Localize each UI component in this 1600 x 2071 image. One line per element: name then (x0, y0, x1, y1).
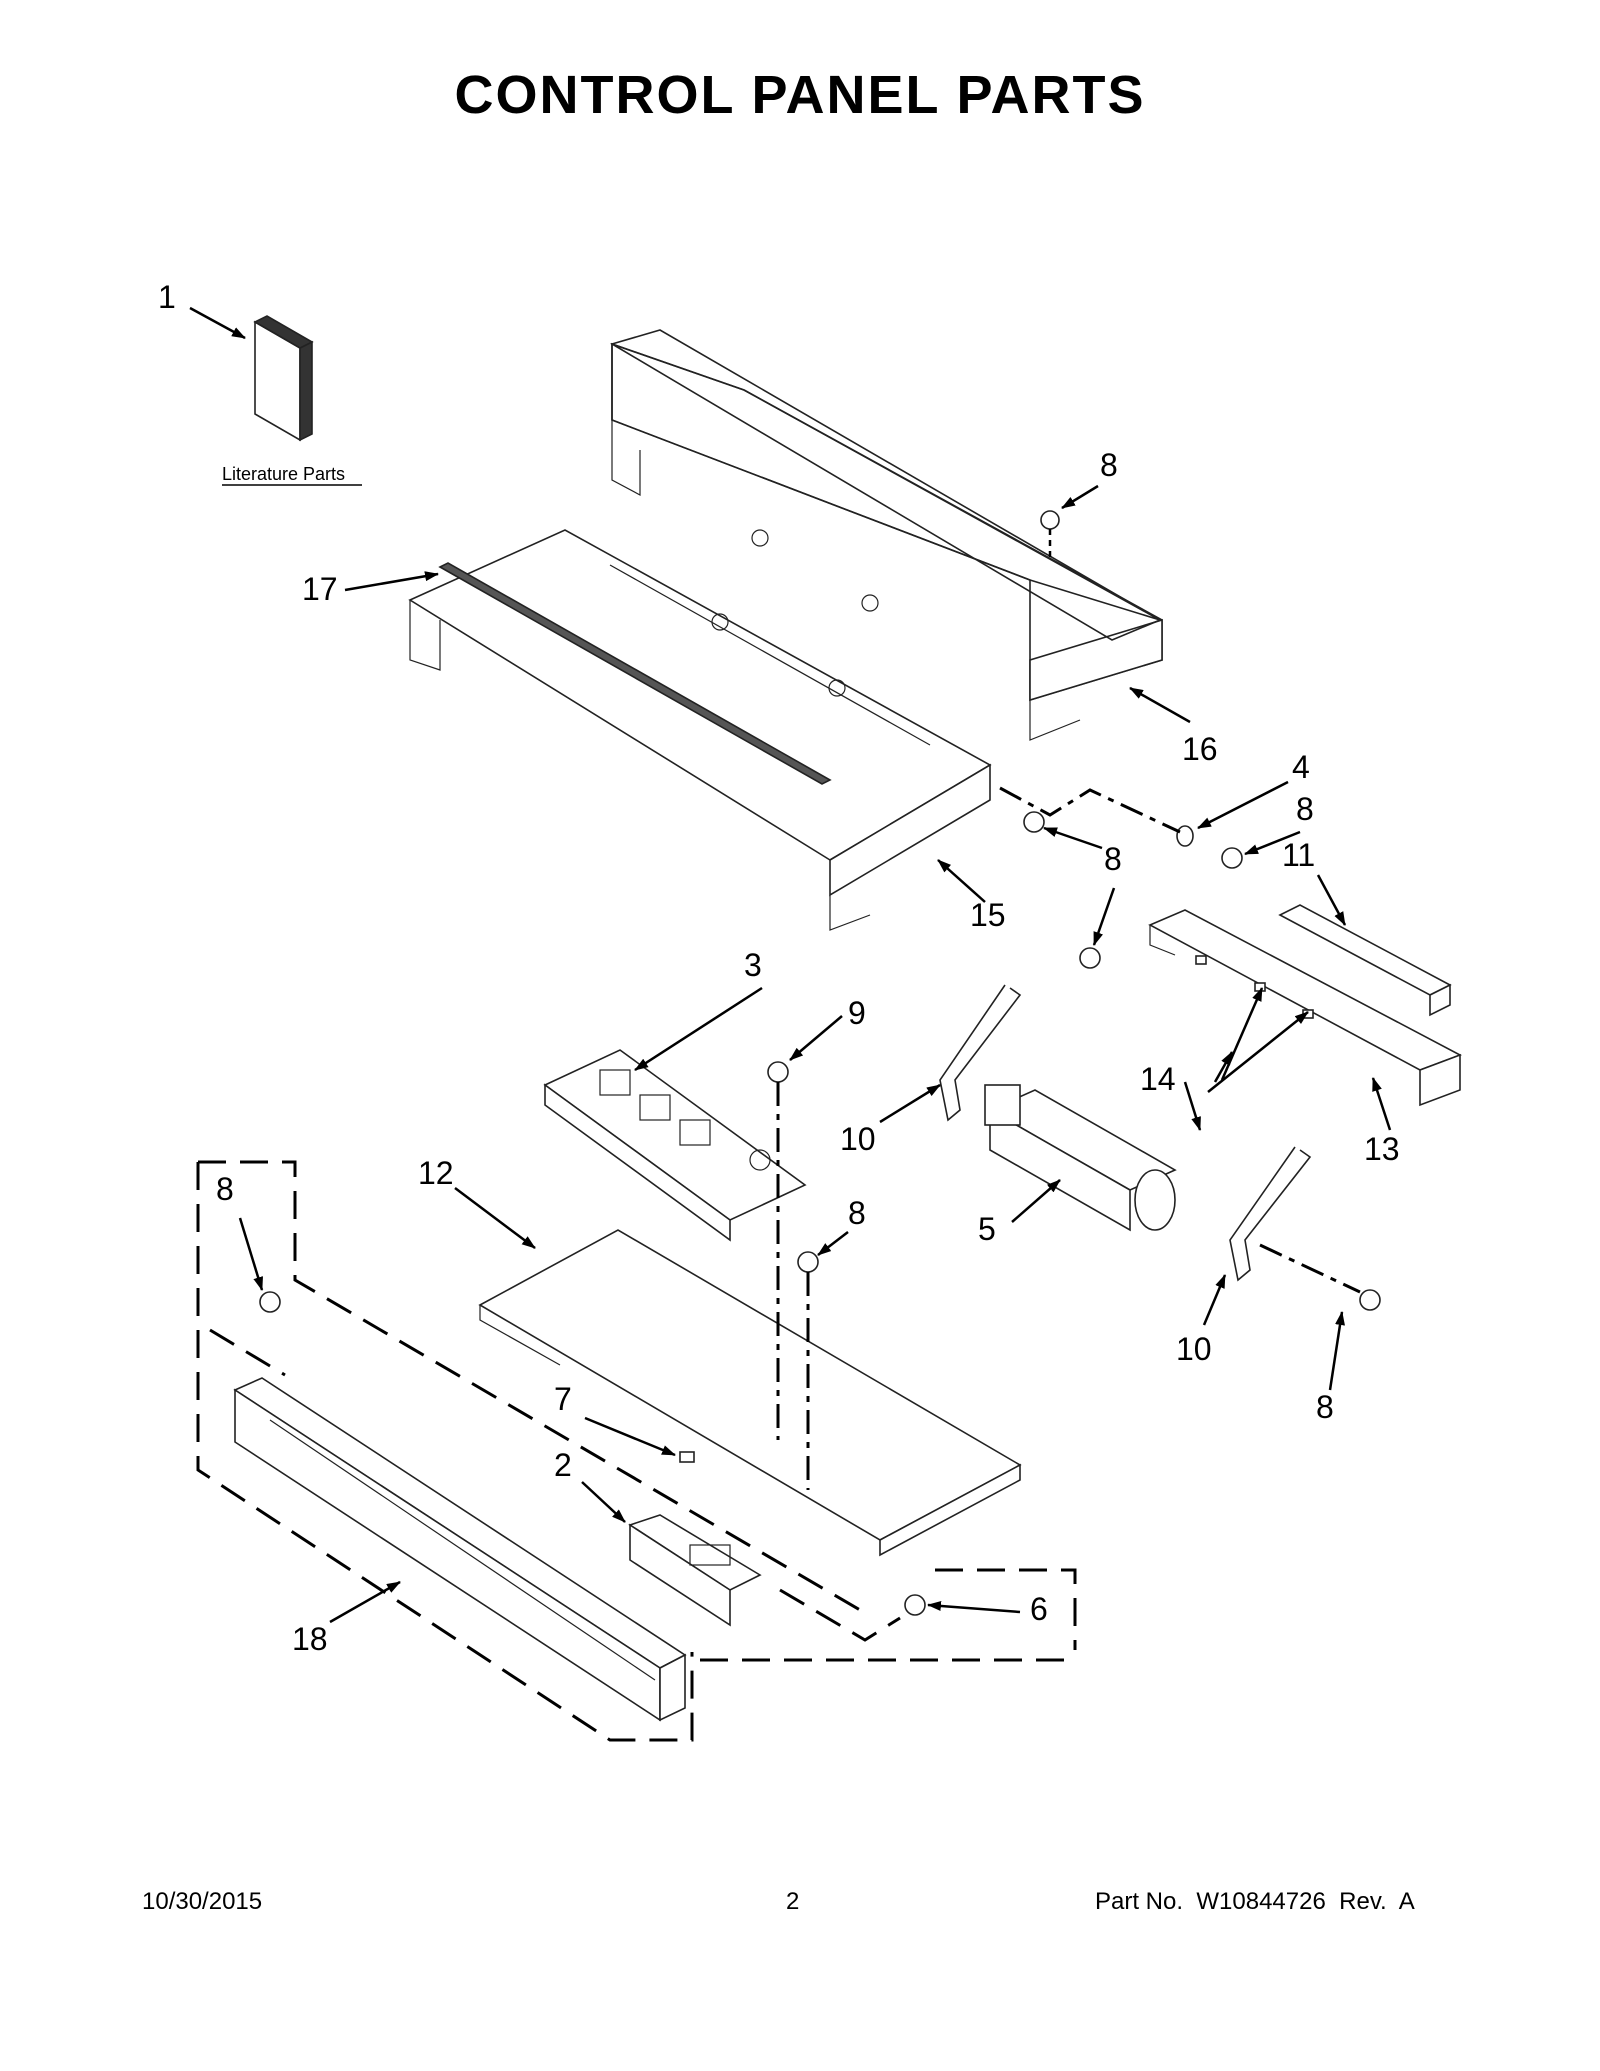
footer-part-number: Part No. W10844726 Rev. A (1095, 1888, 1415, 1915)
callout-10: 10 (840, 1121, 876, 1157)
screw-icon (797, 1251, 819, 1273)
screw-icon (1359, 1289, 1381, 1311)
callout-4: 4 (1292, 749, 1310, 785)
callout-15: 15 (970, 897, 1006, 933)
upper-cover-part (610, 329, 1163, 741)
callout-8: 8 (1104, 841, 1122, 877)
callout-14: 14 (1140, 1061, 1176, 1097)
gasket-strip-part (438, 562, 832, 785)
lower-cover-part (408, 529, 992, 931)
assembly-line (779, 1588, 901, 1642)
screw-icon (1040, 510, 1060, 560)
foam-strip-part (1278, 904, 1452, 1017)
callout-8: 8 (216, 1171, 234, 1207)
washer-icon (1176, 825, 1194, 847)
callout-8: 8 (848, 1195, 866, 1231)
assembly-line (999, 786, 1181, 834)
clip-icon (679, 1451, 695, 1463)
callout-1: 1 (158, 279, 176, 315)
callout-8: 8 (1316, 1389, 1334, 1425)
assembly-line (1259, 1243, 1361, 1294)
callout-3: 3 (744, 947, 762, 983)
callout-9: 9 (848, 995, 866, 1031)
footer-date: 10/30/2015 (142, 1888, 263, 1915)
callout-5: 5 (978, 1211, 996, 1247)
screw-icon (904, 1594, 926, 1616)
callout-18: 18 (292, 1621, 328, 1657)
mounting-bracket-part (1148, 909, 1462, 1107)
control-panel-frame-part (233, 1377, 687, 1722)
hinge-bracket-left-part (939, 984, 1022, 1122)
screw-icon (1079, 947, 1101, 969)
callout-7: 7 (554, 1381, 572, 1417)
hinge-bracket-right-part (1229, 1146, 1312, 1282)
literature-book-icon (253, 315, 314, 442)
assembly-line (209, 1328, 286, 1377)
callout-2: 2 (554, 1447, 572, 1483)
callout-17: 17 (302, 571, 338, 607)
assembly-line (935, 1568, 1077, 1650)
assembly-line (196, 1162, 694, 1742)
callout-6: 6 (1030, 1591, 1048, 1627)
literature-parts-label: Literature Parts (222, 464, 345, 484)
relay-board-part (543, 1049, 807, 1242)
screw-icon (767, 1061, 789, 1083)
callout-11: 11 (1282, 837, 1315, 873)
screw-icon (1221, 847, 1243, 869)
mounting-plate-part (478, 1229, 1022, 1557)
footer-page-number: 2 (786, 1888, 800, 1915)
callout-16: 16 (1182, 731, 1218, 767)
callout-8: 8 (1296, 791, 1314, 827)
screw-icon (259, 1291, 281, 1313)
page-title: CONTROL PANEL PARTS (454, 65, 1146, 125)
ui-control-board-part (628, 1514, 762, 1627)
blower-fan-part (984, 1084, 1177, 1232)
callout-8: 8 (1100, 447, 1118, 483)
screw-icon (1023, 811, 1045, 833)
callout-10: 10 (1176, 1331, 1212, 1367)
callout-13: 13 (1364, 1131, 1400, 1167)
assembly-line (198, 1160, 861, 1612)
callout-12: 12 (418, 1155, 454, 1191)
